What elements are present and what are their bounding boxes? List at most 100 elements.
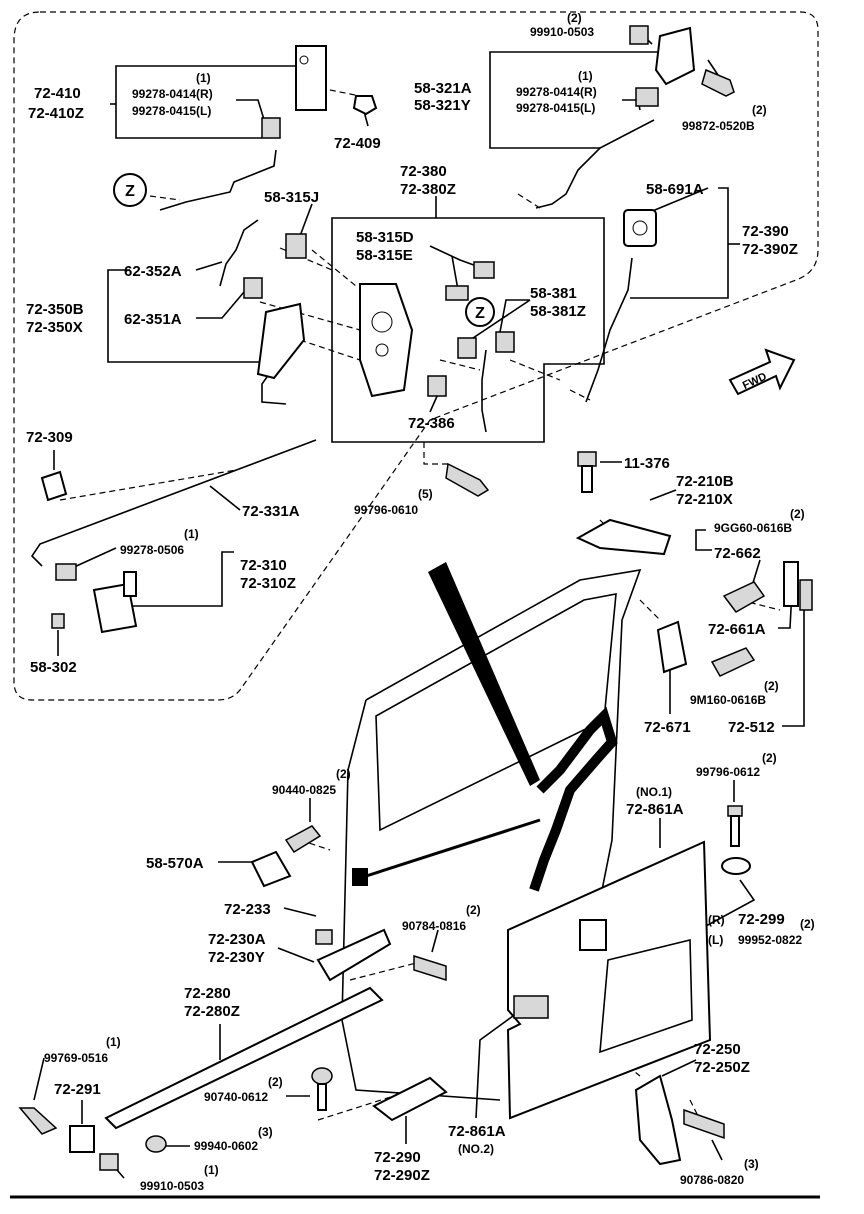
label-62-351a: 62-351A bbox=[124, 311, 182, 328]
pad-72-661a bbox=[783, 561, 799, 607]
nut-72-233 bbox=[315, 929, 333, 945]
label-72-290: 72-290 bbox=[374, 1149, 421, 1166]
label-72-671: 72-671 bbox=[644, 719, 691, 736]
bracket-72-310 bbox=[130, 551, 234, 607]
clip-99278-b bbox=[635, 87, 659, 107]
rod-72-410 bbox=[159, 149, 277, 211]
label-72-409: 72-409 bbox=[334, 135, 381, 152]
label-99796-0610-qty: (5) bbox=[418, 487, 433, 501]
label-90786-qty: (3) bbox=[744, 1157, 759, 1171]
rail-72-280 bbox=[104, 986, 384, 1130]
bracket-72-350b bbox=[107, 269, 262, 363]
label-99769-0516: 99769-0516 bbox=[44, 1051, 108, 1065]
trim-handle bbox=[579, 919, 607, 951]
leader-90784 bbox=[431, 929, 439, 953]
label-72-210x: 72-210X bbox=[676, 491, 733, 508]
label-9gg-qty: (2) bbox=[790, 507, 805, 521]
label-99278-0414-a: 99278-0414(R) bbox=[132, 87, 213, 101]
label-99952-0822: 99952-0822 bbox=[738, 933, 802, 947]
rod-58-321a bbox=[535, 119, 655, 209]
lock-assembly-box bbox=[331, 217, 605, 443]
label-no2: (NO.2) bbox=[458, 1142, 494, 1156]
label-72-350x: 72-350X bbox=[26, 319, 83, 336]
leader-99769 bbox=[33, 1057, 45, 1101]
label-9m160-0616b: 9M160-0616B bbox=[690, 693, 766, 707]
bracket-72-390 bbox=[630, 187, 729, 299]
label-l: (L) bbox=[708, 933, 723, 947]
trim-no2 bbox=[513, 995, 549, 1019]
label-r: (R) bbox=[708, 913, 725, 927]
label-72-299: 72-299 bbox=[738, 911, 785, 928]
bolt-99796-0612-head bbox=[727, 805, 743, 817]
z-marker-1 bbox=[113, 173, 147, 207]
leader-62-352a bbox=[195, 261, 223, 271]
label-72-210b: 72-210B bbox=[676, 473, 734, 490]
label-99796-0612: 99796-0612 bbox=[696, 765, 760, 779]
leader-58-315e bbox=[451, 255, 459, 291]
label-99910-0503-bot: 99910-0503 bbox=[140, 1179, 204, 1193]
clip-58-315j bbox=[285, 233, 307, 259]
hinge-72-250 bbox=[634, 1074, 682, 1166]
label-99278-0415-b: 99278-0415(L) bbox=[516, 101, 595, 115]
label-99910-bot-qty: (1) bbox=[204, 1163, 219, 1177]
clip-58-381-a bbox=[457, 337, 477, 359]
label-58-321y: 58-321Y bbox=[414, 97, 471, 114]
leader-99278-0506 bbox=[71, 547, 117, 569]
label-no1: (NO.1) bbox=[636, 785, 672, 799]
leader-58-381 bbox=[469, 299, 531, 341]
latch-arm bbox=[123, 571, 137, 597]
label-58-381z: 58-381Z bbox=[530, 303, 586, 320]
nut-72-409 bbox=[352, 95, 378, 116]
harness-lead bbox=[359, 818, 541, 880]
label-72-299-qty: (2) bbox=[800, 917, 815, 931]
label-58-570a: 58-570A bbox=[146, 855, 204, 872]
trim-panel-window bbox=[599, 938, 693, 1054]
bolt-90786 bbox=[683, 1108, 725, 1140]
leader-72-331a bbox=[209, 485, 241, 511]
clip-99910-bot bbox=[99, 1153, 119, 1171]
leader-62-351a bbox=[196, 291, 245, 319]
label-99872-0520b: 99872-0520B bbox=[682, 119, 755, 133]
label-58-315j: 58-315J bbox=[264, 189, 319, 206]
bolt-72-662 bbox=[722, 581, 766, 613]
z-marker-2 bbox=[465, 297, 495, 327]
part-72-290 bbox=[372, 1076, 448, 1122]
label-72-310: 72-310 bbox=[240, 557, 287, 574]
clip-99278-a bbox=[261, 117, 281, 139]
label-99278-b-qty: (1) bbox=[578, 69, 593, 83]
group-boundary bbox=[13, 11, 819, 701]
label-58-381: 58-381 bbox=[530, 285, 577, 302]
label-99940-qty: (3) bbox=[258, 1125, 273, 1139]
label-72-233: 72-233 bbox=[224, 901, 271, 918]
trim-panel-72-861a bbox=[506, 840, 712, 1120]
screw-90740-head bbox=[311, 1067, 333, 1085]
label-90740-0612: 90740-0612 bbox=[204, 1090, 268, 1104]
part-72-410 bbox=[295, 45, 327, 111]
part-72-410-hole bbox=[299, 55, 309, 65]
pad-hole bbox=[632, 220, 648, 236]
label-58-691a: 58-691A bbox=[646, 181, 704, 198]
label-72-230a: 72-230A bbox=[208, 931, 266, 948]
clip-72-386 bbox=[427, 375, 447, 397]
label-99910-0503-top: 99910-0503 bbox=[530, 25, 594, 39]
part-72-671 bbox=[656, 620, 688, 674]
bracket-72-210b bbox=[575, 518, 672, 556]
label-90786-0820: 90786-0820 bbox=[680, 1173, 744, 1187]
label-72-390: 72-390 bbox=[742, 223, 789, 240]
lock-72-380 bbox=[359, 283, 414, 398]
bracket-58-321a bbox=[489, 51, 660, 149]
leader-58-315j bbox=[299, 203, 313, 237]
label-72-350b: 72-350B bbox=[26, 301, 84, 318]
label-99796-0610: 99796-0610 bbox=[354, 503, 418, 517]
nut-99940 bbox=[145, 1135, 167, 1153]
rod-72-390 bbox=[585, 257, 633, 403]
label-90440-qty: (2) bbox=[336, 767, 351, 781]
label-72-390z: 72-390Z bbox=[742, 241, 798, 258]
bolt-99872 bbox=[701, 68, 735, 97]
part-58-570a bbox=[250, 850, 292, 888]
clip-99910-top bbox=[629, 25, 649, 45]
label-99278-0506-qty: (1) bbox=[184, 527, 199, 541]
screw-58-302 bbox=[51, 613, 65, 629]
align-lines bbox=[59, 87, 781, 1121]
